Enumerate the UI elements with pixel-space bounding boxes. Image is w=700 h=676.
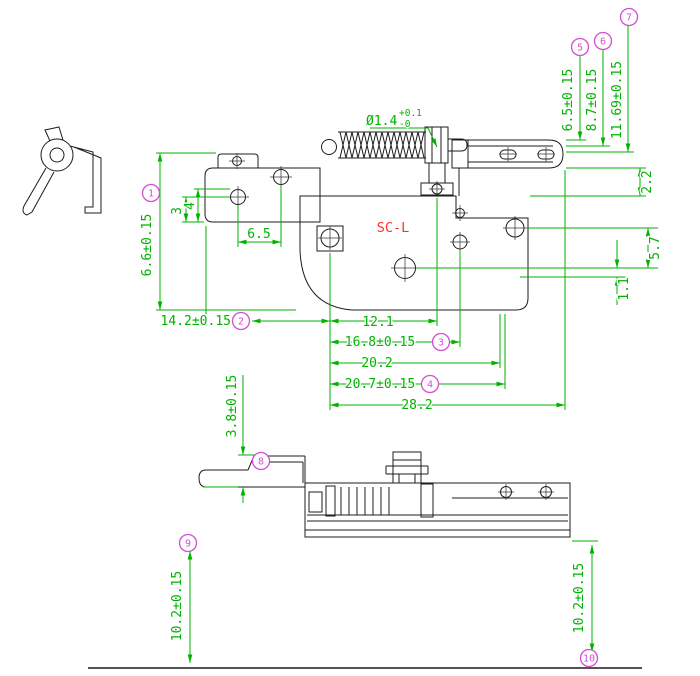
tower-lines	[385, 451, 429, 483]
hub-tab	[44, 126, 64, 142]
dim-text-28-2: 28.2	[401, 398, 432, 413]
hinge-hub-outline	[40, 138, 74, 172]
balloon-10: 10	[579, 648, 599, 668]
balloon-callouts: 1 2 3 4 5 6 7 8	[141, 7, 639, 668]
hinge-pin-hole	[49, 147, 65, 163]
balloon-2-number: 2	[238, 317, 244, 328]
balloon-8: 8	[251, 451, 271, 471]
spring-zigzag-a	[339, 131, 425, 159]
balloon-3-circle	[431, 332, 451, 352]
dim-text-6-6tol: 6.6±0.15	[140, 214, 155, 277]
spring-caps-side	[325, 483, 434, 518]
dim-text-10-2-right: 10.2±0.15	[572, 563, 587, 633]
square-cutout	[316, 225, 344, 252]
anchor-flange	[420, 182, 454, 196]
latch-arm-lines	[458, 140, 553, 196]
balloon-7-circle	[619, 7, 639, 27]
bracket-profile	[69, 145, 102, 214]
dim-text-5-7: 5.7	[648, 236, 663, 259]
balloon-9: 9	[178, 533, 198, 553]
balloon-1: 1	[141, 183, 161, 203]
dia-callout-value: Ø1.4	[366, 114, 397, 129]
dim-text-1-1: 1.1	[617, 277, 632, 300]
base-plate	[299, 195, 529, 311]
dia-callout-lower-tol: -0	[399, 119, 411, 130]
balloon-4: 4	[420, 374, 440, 394]
mount-plate-tab	[217, 153, 259, 168]
side-view	[198, 451, 571, 538]
hole-center-marks-side-view	[498, 484, 554, 500]
side-body	[304, 482, 571, 538]
side-mount-plate	[198, 455, 306, 488]
anchor-pin	[448, 138, 468, 152]
latch-arm-outline	[451, 139, 564, 169]
balloon-10-number: 10	[583, 654, 595, 665]
balloon-4-number: 4	[427, 380, 433, 391]
spring-hook	[321, 139, 337, 155]
side-body-lines	[305, 497, 570, 531]
coil-spring	[321, 131, 426, 159]
dim-text-8-7tol: 8.7±0.15	[585, 69, 600, 132]
leader-line-diameter	[370, 127, 438, 148]
balloon-2: 2	[231, 311, 251, 331]
extension-lines	[156, 139, 658, 542]
dimension-lines	[157, 25, 651, 663]
dim-text-14-2tol: 14.2±0.15	[161, 314, 231, 329]
side-spring	[325, 483, 434, 518]
dim-text-11-69tol: 11.69±0.15	[610, 61, 625, 139]
balloon-3-number: 3	[438, 338, 444, 349]
side-latch-tower	[385, 451, 429, 483]
dia-callout-upper-tol: +0.1	[399, 108, 422, 119]
dim-text-3-8tol: 3.8±0.15	[225, 375, 240, 438]
balloon-3: 3	[431, 332, 451, 352]
dim-text-4: 4	[183, 202, 198, 210]
balloon-7-number: 7	[626, 13, 632, 24]
spring-coils-side	[340, 487, 390, 515]
dim-text-6-5tol: 6.5±0.15	[561, 69, 576, 132]
balloon-4-circle	[420, 374, 440, 394]
dim-text-3: 3	[170, 207, 185, 215]
balloon-1-circle	[141, 183, 161, 203]
spring-zigzag-b	[339, 131, 425, 159]
dim-text-16-8tol: 16.8±0.15	[345, 335, 415, 350]
balloon-8-circle	[251, 451, 271, 471]
anchor-stem	[428, 163, 446, 183]
balloon-5: 5	[570, 37, 590, 57]
balloon-6: 6	[593, 31, 613, 51]
balloon-9-number: 9	[185, 539, 191, 550]
dim-text-10-2-left: 10.2±0.15	[170, 571, 185, 641]
balloon-6-circle	[593, 31, 613, 51]
dim-text-6-5: 6.5	[247, 227, 270, 242]
end-view	[22, 126, 102, 216]
mount-plate	[204, 167, 321, 223]
side-body-outline	[304, 482, 571, 538]
spring-anchor	[420, 126, 468, 196]
hole-center-marks-top-view	[227, 147, 555, 282]
dim-text-2-2: 2.2	[640, 170, 655, 193]
dimension-texts: 6.5±0.15 8.7±0.15 11.69±0.15 2.2 5.7 1.1…	[139, 59, 665, 642]
balloon-9-circle	[178, 533, 198, 553]
top-view	[204, 126, 564, 311]
side-hook-detail	[308, 491, 323, 513]
balloon-7: 7	[619, 7, 639, 27]
dim-text-20-7tol: 20.7±0.15	[345, 377, 415, 392]
balloon-5-number: 5	[577, 43, 583, 54]
side-plate-lines	[206, 455, 306, 488]
balloon-8-number: 8	[258, 457, 264, 468]
part-label: SC-L	[377, 220, 410, 236]
dim-text-12-1: 12.1	[362, 315, 393, 330]
balloon-5-circle	[570, 37, 590, 57]
side-plate-end	[198, 469, 207, 488]
balloon-10-circle	[579, 648, 599, 668]
hinge-arm	[22, 167, 55, 216]
balloon-1-number: 1	[148, 189, 154, 200]
balloon-6-number: 6	[600, 37, 606, 48]
balloon-2-circle	[231, 311, 251, 331]
dim-text-20-2: 20.2	[361, 356, 392, 371]
